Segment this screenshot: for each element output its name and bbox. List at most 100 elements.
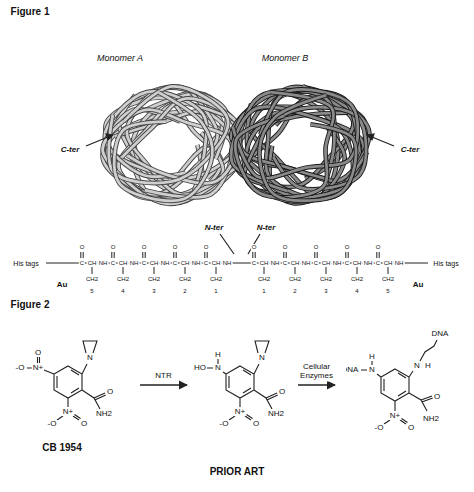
- side-chain-bond: [264, 267, 265, 274]
- surface-label: Au: [412, 281, 425, 289]
- terminus-label: C-ter: [60, 146, 81, 154]
- tag-label: His tags: [432, 260, 459, 267]
- molecule: N-ON+O-ON+OONH2CB 1954: [10, 335, 137, 457]
- atom-label: -O: [47, 420, 58, 428]
- chain-atom-label: CH: [321, 260, 332, 266]
- chain-atom-label: O: [110, 244, 117, 250]
- atom-label: O: [106, 388, 114, 396]
- leader-line: [367, 134, 374, 140]
- atom-label: H: [424, 362, 432, 370]
- chain-atom-label: CH2: [288, 276, 302, 282]
- reaction-arrow: [298, 384, 335, 385]
- compound-name: CB 1954: [41, 443, 82, 453]
- double-bond: [205, 252, 207, 258]
- chain-atom-label: CH2: [116, 276, 130, 282]
- atom-label: N: [214, 364, 222, 372]
- chain-atom-label: 5: [89, 288, 94, 294]
- chain-atom-label: 1: [261, 288, 266, 294]
- leader-line: [220, 234, 234, 254]
- leader-line: [248, 234, 260, 254]
- chain-atom-label: CH2: [319, 276, 333, 282]
- chain-atom-label: CH: [149, 260, 160, 266]
- surface-label: Au: [56, 281, 69, 289]
- double-bond: [81, 252, 83, 258]
- ribbon: [235, 92, 333, 197]
- atom-label: N: [258, 354, 266, 362]
- chain-atom-label: O: [172, 244, 179, 250]
- chain-atom-label: 1: [213, 288, 218, 294]
- atom-label: NH2: [95, 410, 113, 418]
- chain-atom-label: CH2: [209, 276, 223, 282]
- side-chain-bond: [123, 267, 124, 274]
- chain-atom-label: CH: [118, 260, 129, 266]
- chain-atom-label: CH: [290, 260, 301, 266]
- double-bond: [112, 252, 114, 258]
- ribbon-outline: [259, 95, 356, 201]
- chain-atom-label: NH: [222, 260, 233, 266]
- ribbon: [259, 95, 356, 201]
- side-chain-bond: [154, 267, 155, 274]
- ribbon-outline: [235, 92, 333, 197]
- double-bond: [377, 252, 379, 258]
- atom-label: O: [407, 424, 415, 432]
- bond-lines: [361, 340, 437, 424]
- chain-atom-label: NH: [332, 260, 343, 266]
- chain-atom-label: CH: [383, 260, 394, 266]
- chain-atom-label: CH2: [257, 276, 271, 282]
- protein-ribbon: [103, 86, 370, 204]
- chain-atom-label: CH: [180, 260, 191, 266]
- terminus-label: N-ter: [204, 224, 225, 232]
- bond-lines: [27, 341, 106, 420]
- figure-label: Figure 2: [10, 300, 51, 310]
- chain-atom-label: O: [282, 244, 289, 250]
- chain-atom-label: CH2: [85, 276, 99, 282]
- side-chain-bond: [216, 267, 217, 274]
- prior-art-note: PRIOR ART: [209, 467, 266, 477]
- chain-atom-label: CH2: [178, 276, 192, 282]
- chain-atom-label: C: [203, 260, 209, 266]
- chain-atom-label: CH: [87, 260, 98, 266]
- chain-atom-label: NH: [363, 260, 374, 266]
- chain-atom-label: CH: [259, 260, 270, 266]
- chain-atom-label: NH: [98, 260, 109, 266]
- enzyme-label: Cellular Enzymes: [288, 363, 346, 381]
- chain-atom-label: 5: [385, 288, 390, 294]
- monomer-label: Monomer B: [261, 54, 310, 63]
- side-chain-bond: [185, 267, 186, 274]
- terminus-label: C-ter: [400, 146, 421, 154]
- chain-atom-label: NH: [129, 260, 140, 266]
- leader-line: [86, 137, 108, 146]
- double-bond: [346, 252, 348, 258]
- atom-label: N: [413, 362, 421, 370]
- chain-atom-label: C: [141, 260, 147, 266]
- reaction-arrow: [140, 384, 187, 385]
- chain-atom-label: CH2: [381, 276, 395, 282]
- ribbon-outline: [114, 92, 212, 200]
- chain-atom-label: CH: [352, 260, 363, 266]
- chain-atom-label: O: [313, 244, 320, 250]
- atom-label: NH2: [267, 410, 285, 418]
- chain-atom-label: NH: [394, 260, 405, 266]
- chain-atom-label: O: [251, 244, 258, 250]
- atom-label: N+: [62, 408, 74, 416]
- chain-atom-label: 2: [292, 288, 297, 294]
- side-chain-bond: [295, 267, 296, 274]
- chain-atom-label: NH: [270, 260, 281, 266]
- figure-label: Figure 1: [10, 7, 51, 17]
- chain-atom-label: O: [141, 244, 148, 250]
- chain-atom-label: CH2: [147, 276, 161, 282]
- chain-atom-label: 4: [120, 288, 125, 294]
- chain-atom-label: C: [110, 260, 116, 266]
- tag-label: His tags: [12, 260, 39, 267]
- atom-label: N+: [234, 408, 246, 416]
- chain-atom-label: NH: [191, 260, 202, 266]
- double-bond: [143, 252, 145, 258]
- molecule: NHHON-ON+OONH2: [190, 335, 295, 435]
- ribbon-outline: [233, 90, 358, 179]
- chain-atom-label: 3: [323, 288, 328, 294]
- double-bond: [315, 252, 317, 258]
- bond-lines: [207, 341, 278, 420]
- chain-atom-label: C: [251, 260, 257, 266]
- atom-label: O: [433, 393, 441, 401]
